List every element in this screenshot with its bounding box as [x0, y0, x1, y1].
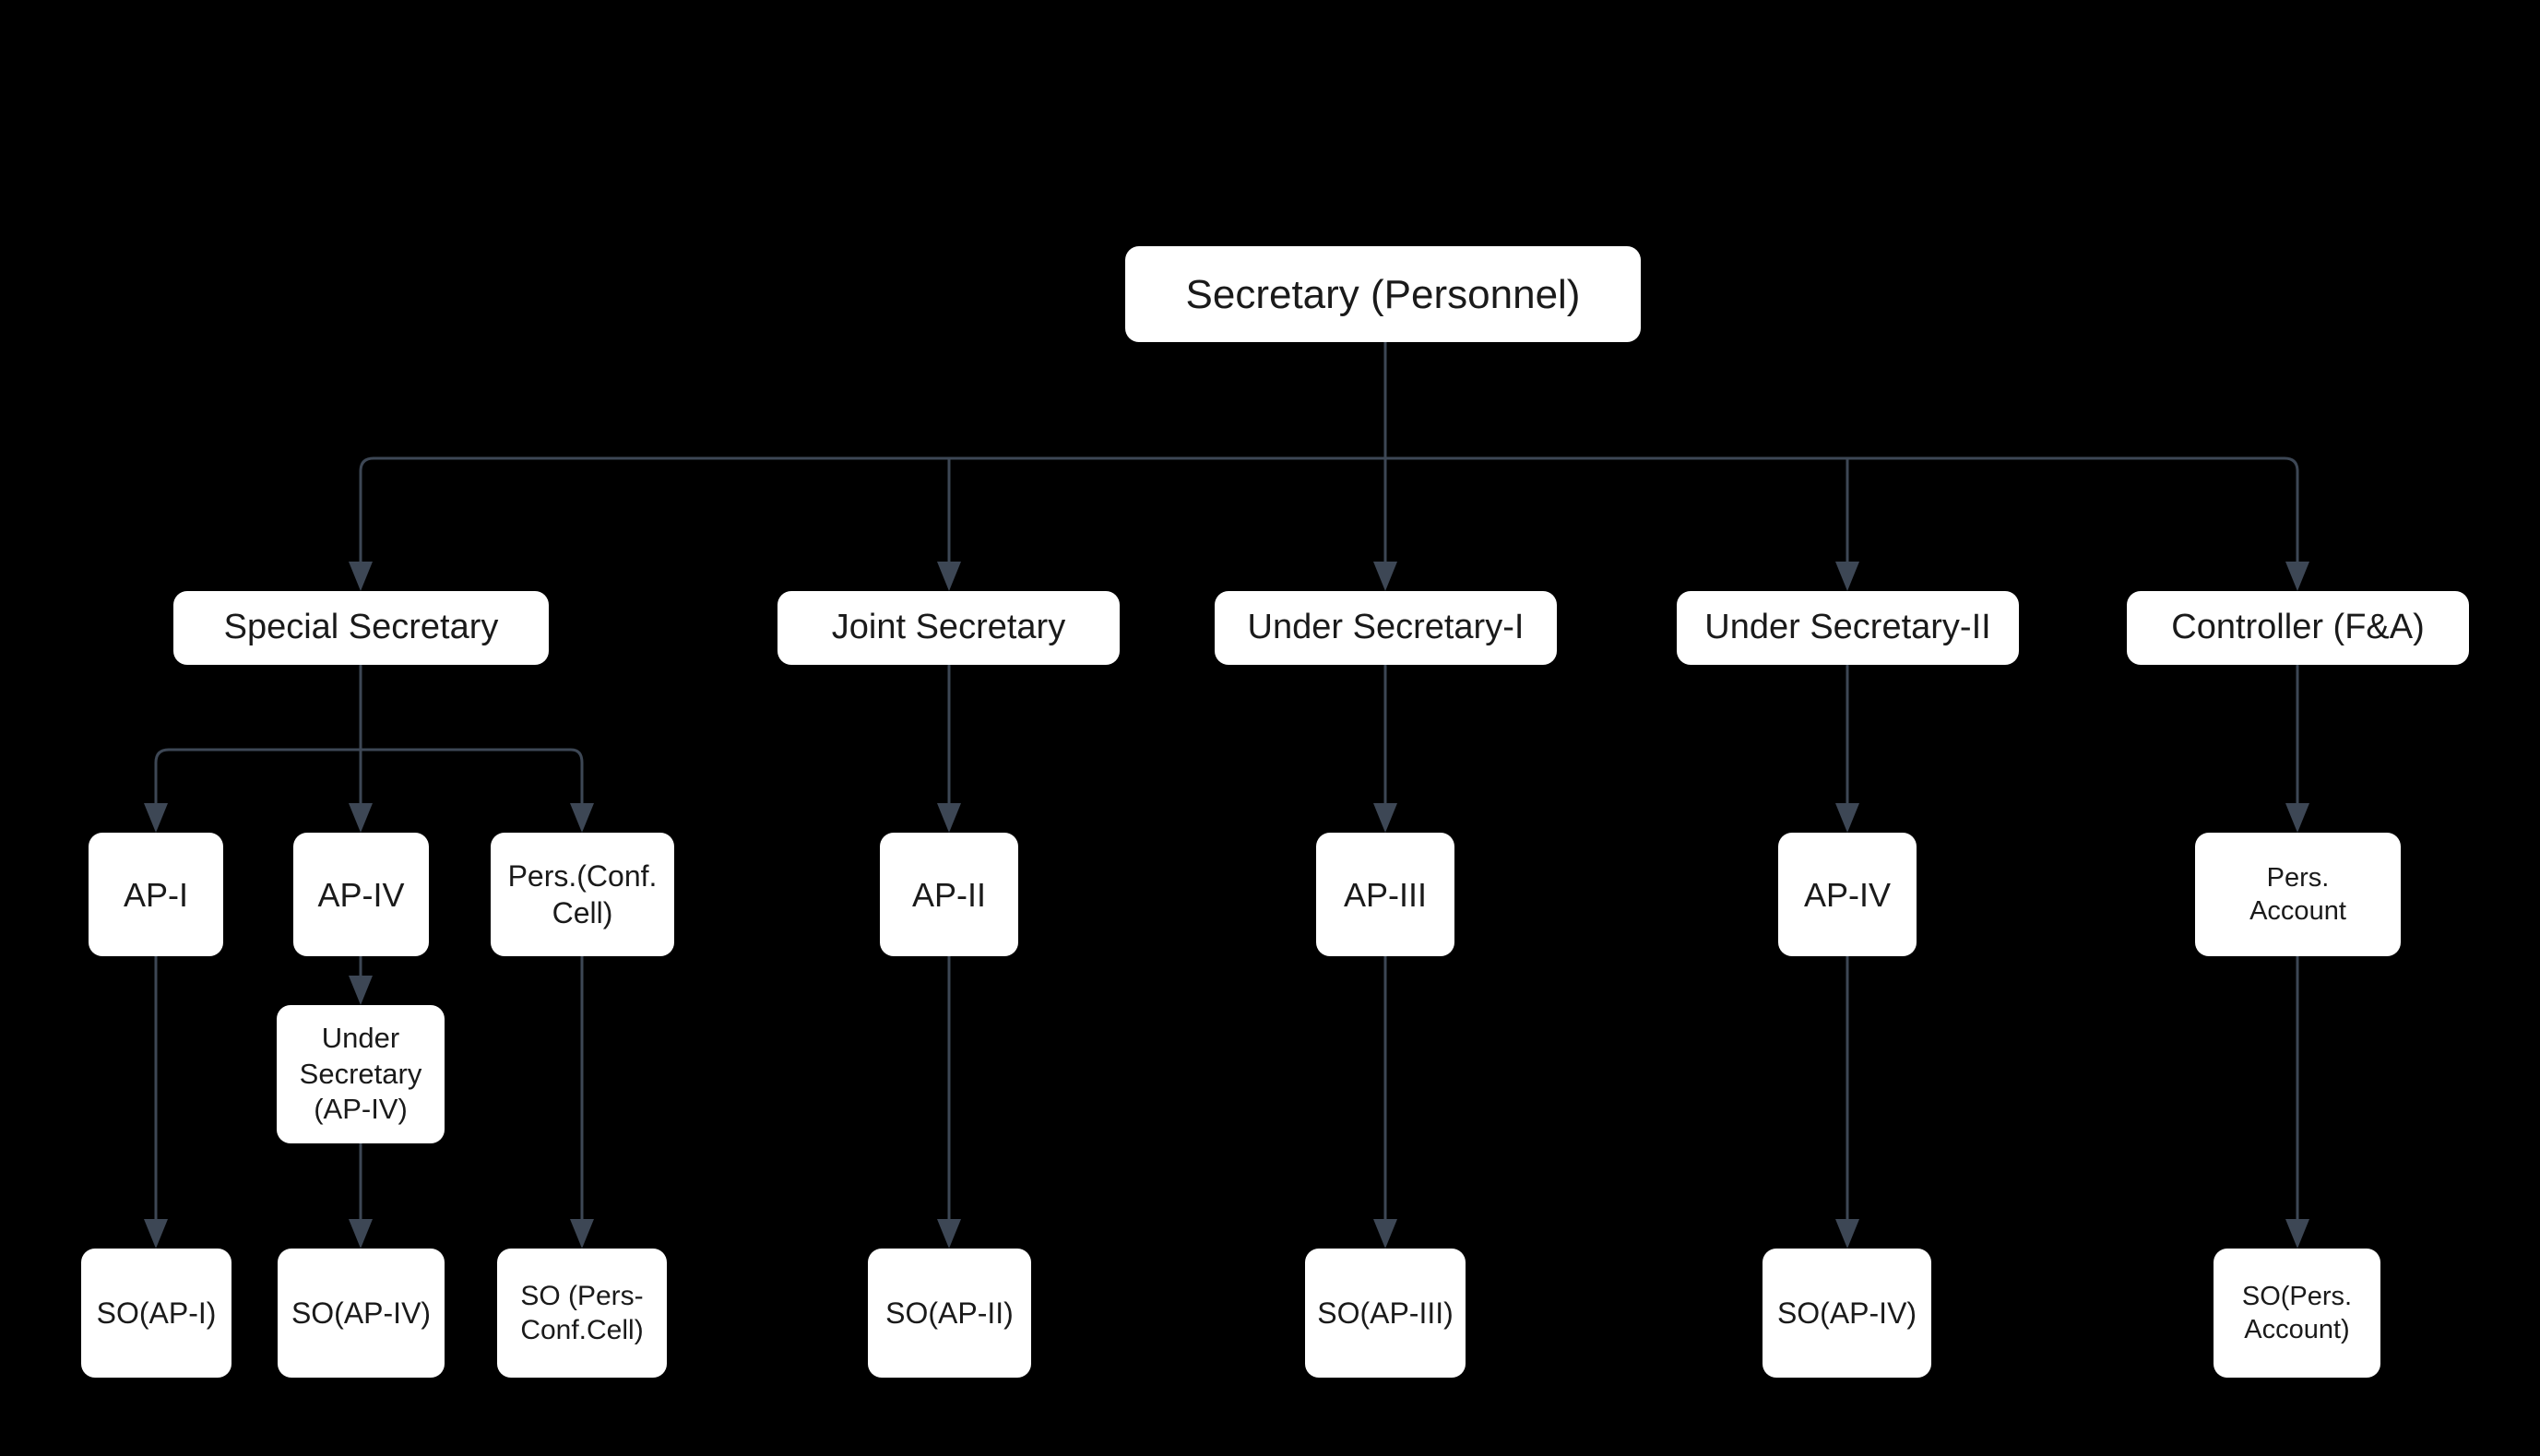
node-so-ap-ii: SO(AP-II) — [868, 1249, 1031, 1378]
node-label: Under Secretary-I — [1247, 608, 1525, 647]
node-pers-conf-cell: Pers.(Conf. Cell) — [491, 833, 674, 956]
node-label: SO(AP-IV) — [1776, 1296, 1917, 1330]
node-label: Pers. Account — [2249, 862, 2346, 926]
node-label: SO(AP-II) — [885, 1296, 1014, 1330]
node-under-secretary-2: Under Secretary-II — [1677, 591, 2019, 665]
node-label: Under Secretary-II — [1704, 608, 1991, 647]
node-label: Joint Secretary — [831, 608, 1066, 647]
node-label: Controller (F&A) — [2171, 608, 2425, 647]
node-ap-iii: AP-III — [1316, 833, 1454, 956]
node-label: AP-II — [911, 875, 986, 914]
node-ap-iv-2: AP-IV — [1778, 833, 1917, 956]
node-label: Secretary (Personnel) — [1185, 271, 1581, 317]
node-ap-iv: AP-IV — [293, 833, 429, 956]
node-label: Under Secretary (AP-IV) — [299, 1021, 422, 1126]
node-so-pers-account: SO(Pers. Account) — [2214, 1249, 2380, 1378]
node-label: SO (Pers-Conf.Cell) — [520, 1280, 644, 1346]
node-label: Special Secretary — [223, 608, 499, 647]
connector-lines — [154, 342, 2299, 1221]
node-label: SO(Pers. Account) — [2241, 1281, 2353, 1344]
node-so-ap-iv: SO(AP-IV) — [278, 1249, 445, 1378]
node-pers-account: Pers. Account — [2195, 833, 2401, 956]
node-under-secretary-ap-iv: Under Secretary (AP-IV) — [277, 1005, 445, 1143]
node-so-pers-conf-cell: SO (Pers-Conf.Cell) — [497, 1249, 667, 1378]
node-under-secretary-1: Under Secretary-I — [1215, 591, 1557, 665]
node-controller-fa: Controller (F&A) — [2127, 591, 2469, 665]
node-so-ap-iv-2: SO(AP-IV) — [1763, 1249, 1931, 1378]
node-joint-secretary: Joint Secretary — [777, 591, 1120, 665]
node-special-secretary: Special Secretary — [173, 591, 549, 665]
node-so-ap-iii: SO(AP-III) — [1305, 1249, 1466, 1378]
node-label: SO(AP-III) — [1317, 1296, 1454, 1330]
node-label: SO(AP-I) — [96, 1296, 217, 1330]
node-label: AP-IV — [1803, 875, 1892, 914]
node-secretary-personnel: Secretary (Personnel) — [1125, 246, 1641, 342]
arrowheads — [144, 562, 2309, 1249]
node-label: AP-I — [123, 875, 188, 914]
node-so-ap-i: SO(AP-I) — [81, 1249, 231, 1378]
node-label: AP-III — [1343, 875, 1428, 914]
node-ap-i: AP-I — [89, 833, 223, 956]
node-label: AP-IV — [317, 875, 405, 914]
node-ap-ii: AP-II — [880, 833, 1018, 956]
node-label: Pers.(Conf. Cell) — [507, 859, 658, 929]
node-label: SO(AP-IV) — [291, 1296, 432, 1330]
